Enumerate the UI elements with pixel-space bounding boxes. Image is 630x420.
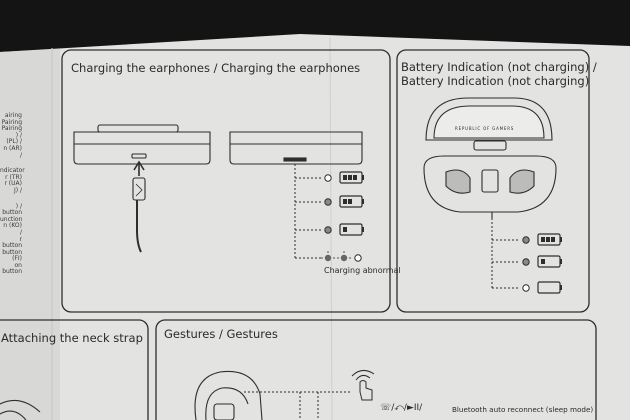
gestures-title: Gestures / Gestures — [164, 327, 278, 341]
fragment: r (UA) — [4, 180, 22, 188]
battery-full-icon — [339, 171, 364, 184]
fragment: r button — [2, 235, 22, 250]
led-off-icon — [324, 174, 332, 182]
left-panel-fragments: airing Pairing Pairing ) / (PL) / n (AR)… — [0, 112, 25, 276]
case-logo: REPUBLIC OF GAMERS — [455, 126, 515, 131]
fragment: on button — [2, 261, 22, 276]
leader-lines — [491, 218, 520, 289]
gesture-line1: Bluetooth auto reconnect (sleep mode) — [452, 405, 594, 414]
paper-sheet — [0, 34, 630, 420]
fragment: Pairing — [1, 125, 22, 133]
battery-panel — [396, 49, 590, 313]
led-on-icon — [522, 258, 530, 266]
neck-strap-illustration — [0, 399, 41, 420]
fragment: n (AR) / — [3, 144, 22, 159]
fragment: button (FI) — [2, 248, 22, 263]
fragment: n (KO) / — [3, 222, 22, 236]
usb-cable-icon — [132, 160, 146, 253]
fragment: unction — [0, 215, 23, 223]
fragment: ) / — [15, 202, 22, 210]
fragment: r (TR) — [5, 173, 22, 181]
battery-low-icon — [339, 223, 364, 236]
open-case-lid — [425, 97, 553, 151]
led-blink-icon — [321, 251, 362, 262]
battery-full-icon — [537, 233, 562, 246]
leader-lines — [294, 164, 322, 259]
battery-title-line1: Battery Indication (not charging) / — [401, 60, 597, 74]
charging-case-right — [229, 131, 363, 165]
fragment: button — [2, 209, 22, 217]
open-case-base — [423, 155, 557, 218]
charging-case-left — [73, 124, 211, 165]
leader-lines — [244, 391, 352, 420]
battery-title-line2: Battery Indication (not charging) — [401, 74, 590, 88]
led-on-icon — [324, 198, 332, 206]
paper-shade — [0, 49, 60, 420]
led-off-icon — [522, 284, 530, 292]
led-on-icon — [324, 226, 332, 234]
fragment: airing — [4, 112, 22, 119]
battery-medium-icon — [339, 195, 364, 208]
battery-empty-icon — [537, 281, 562, 294]
gestures-panel — [155, 319, 597, 420]
led-on-icon — [522, 236, 530, 244]
charging-panel — [61, 49, 391, 313]
fragment: Pairing — [1, 118, 22, 126]
tap-hand-icon — [351, 370, 375, 401]
charging-title: Charging the earphones / Charging the ea… — [71, 61, 361, 75]
fragment: ) / — [15, 131, 22, 139]
earbud-illustration — [194, 370, 263, 420]
charging-abnormal-label: Charging abnormal — [324, 266, 401, 275]
fragment: (PL) / — [6, 138, 22, 146]
neck-strap-title: Attaching the neck strap — [1, 331, 143, 345]
battery-medium-icon — [537, 255, 562, 268]
gesture-symbols: ☏/⤺/►II/ — [380, 403, 423, 413]
fragment: J) / — [13, 186, 22, 194]
neck-strap-panel — [0, 319, 149, 420]
fragment: ndicator — [0, 167, 25, 175]
